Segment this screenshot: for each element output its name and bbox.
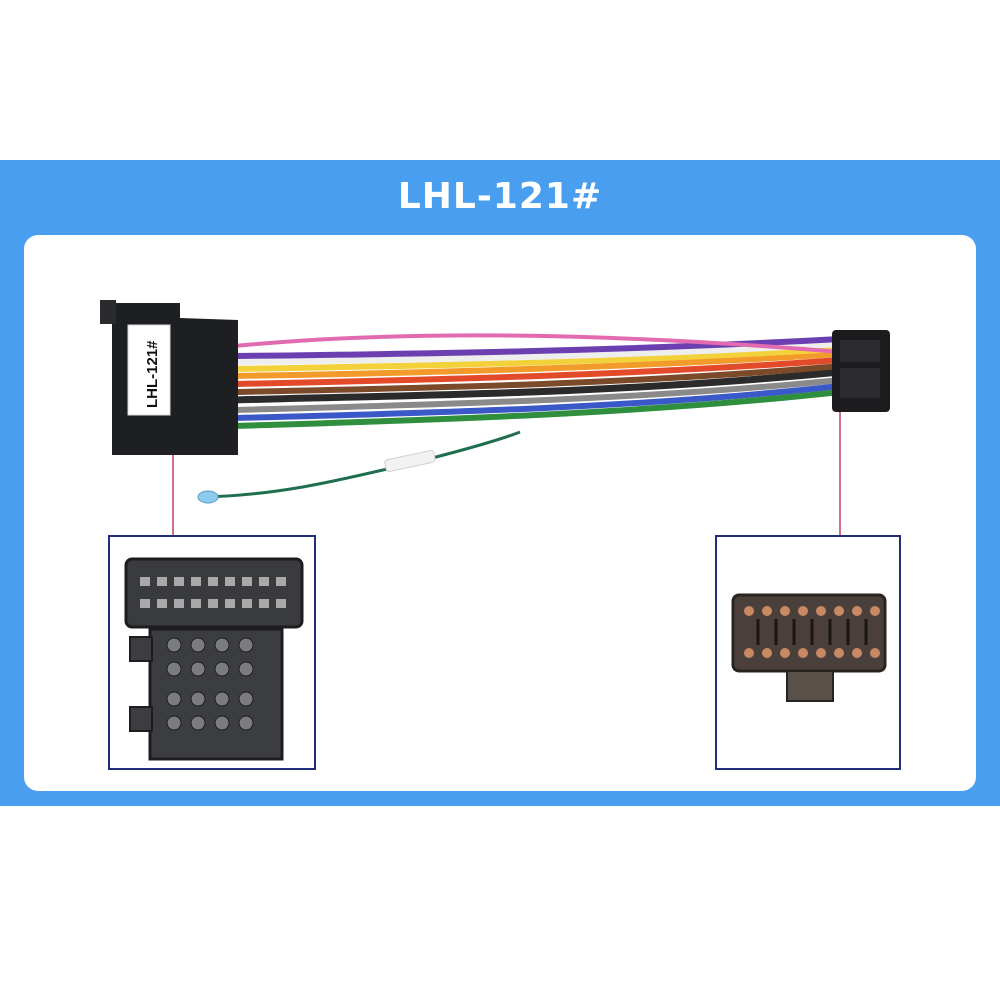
radio-plug-face bbox=[731, 593, 887, 702]
left-connector-closeup bbox=[108, 535, 316, 770]
car-side-connector: LHL-121# bbox=[100, 300, 238, 455]
right-connector-closeup bbox=[715, 535, 901, 770]
product-title: LHL-121# bbox=[397, 176, 603, 217]
wire-bundle bbox=[231, 333, 844, 429]
connector-label: LHL-121# bbox=[144, 340, 161, 408]
antenna-lead bbox=[197, 430, 521, 504]
car-plug-face bbox=[124, 557, 304, 761]
radio-side-connector bbox=[832, 330, 890, 412]
